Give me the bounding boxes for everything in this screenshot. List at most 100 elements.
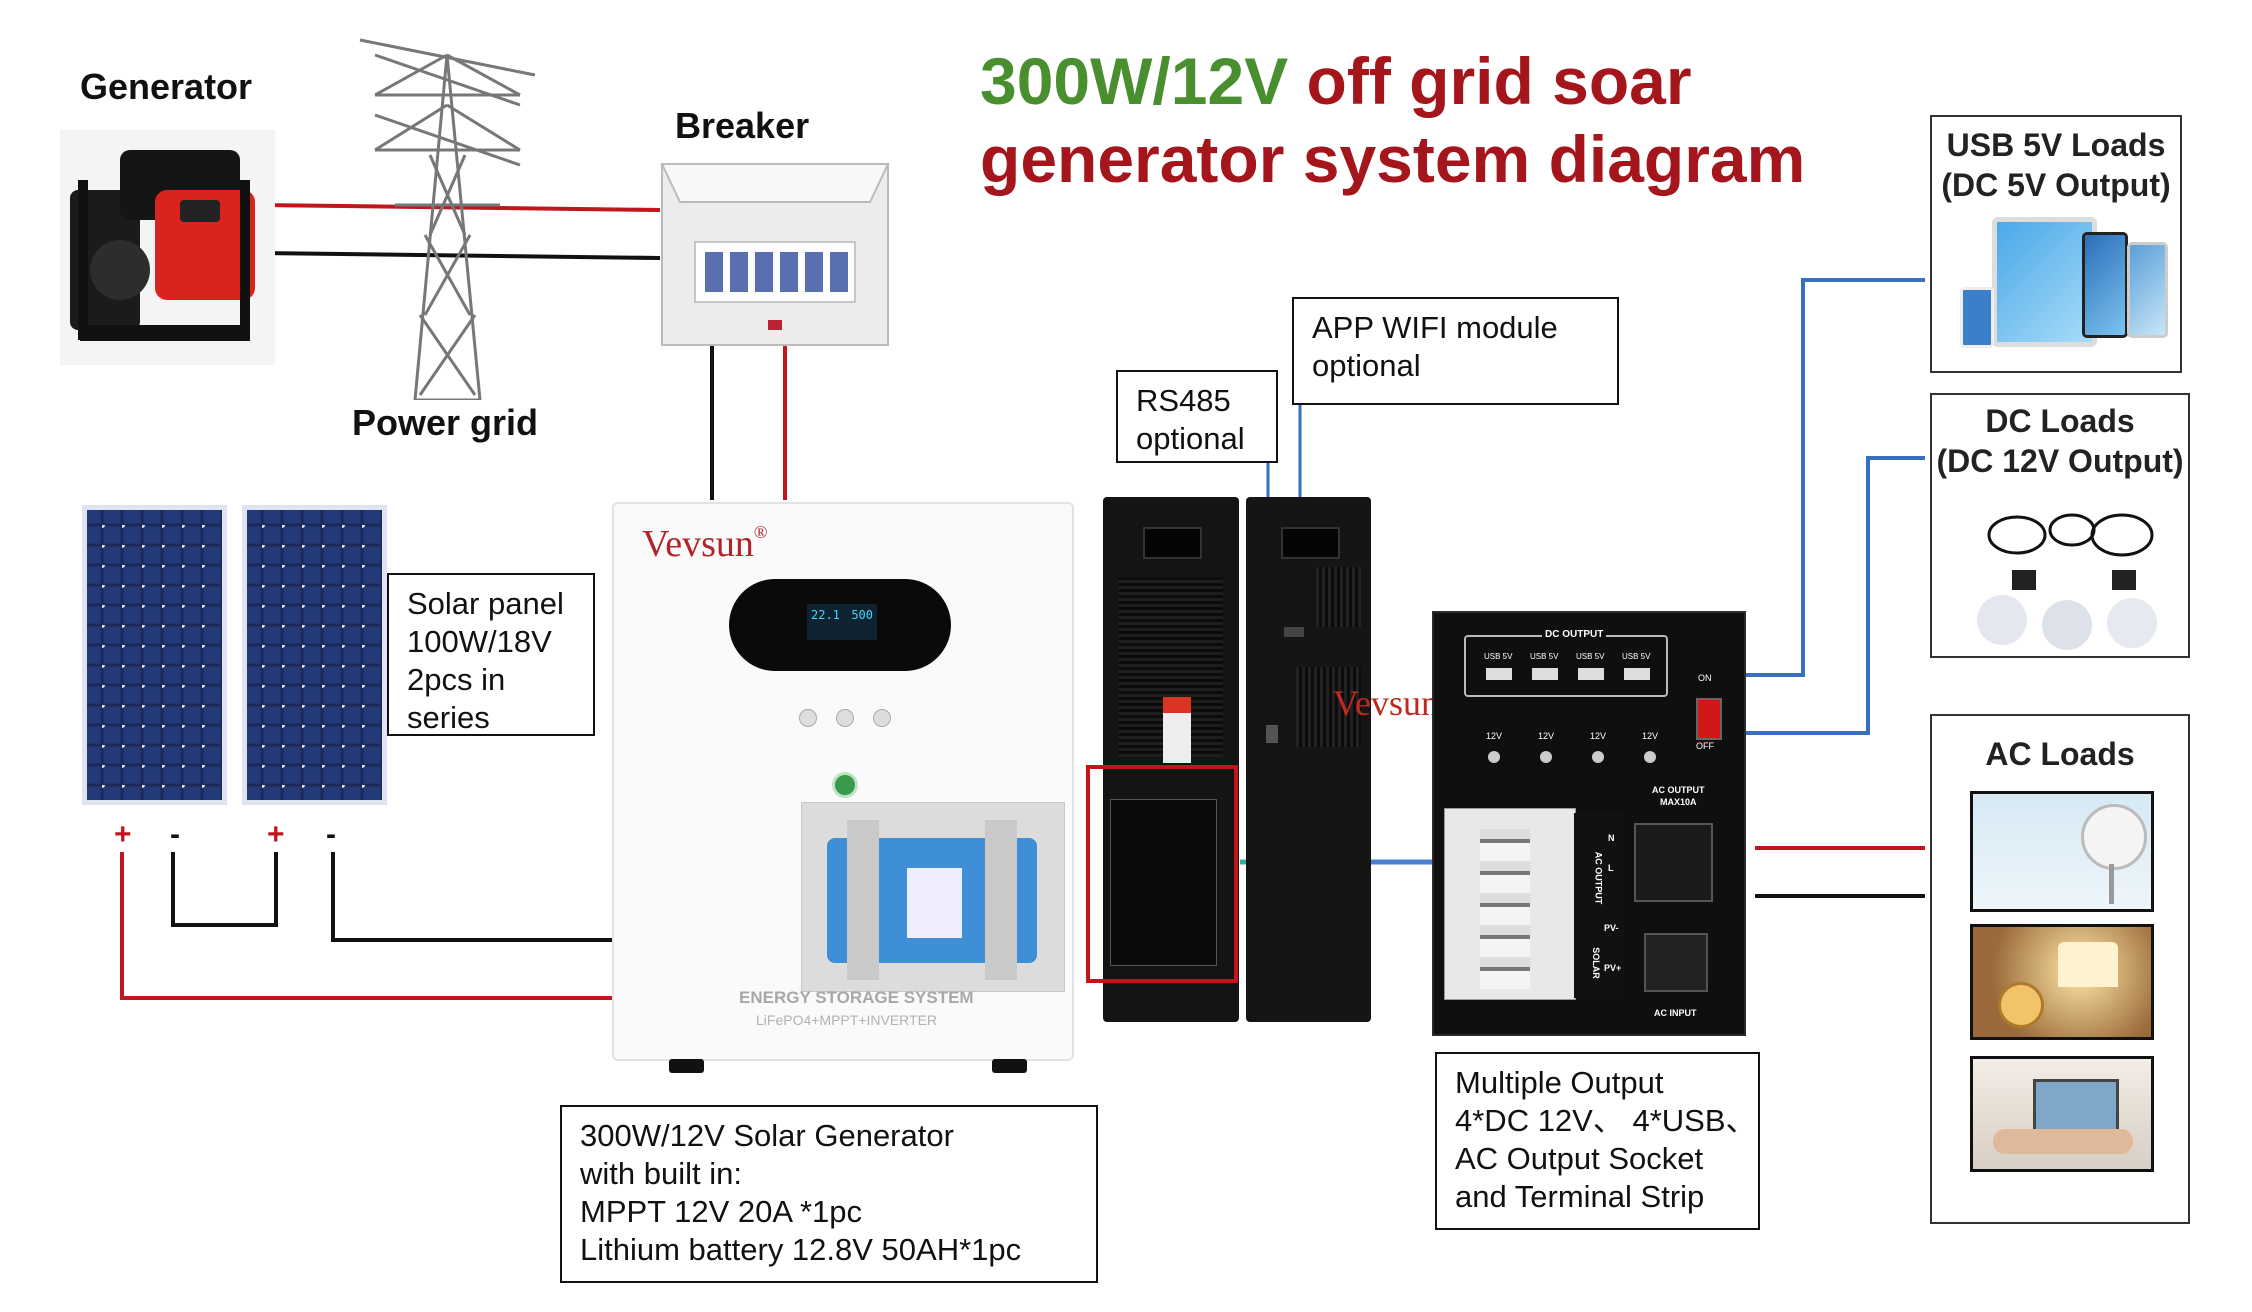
dc-loads-line-1: DC Loads [1985,403,2135,439]
dc-output-title: DC OUTPUT [1542,629,1607,640]
solar-plus-1: + [114,818,132,851]
ac-output-label: AC OUTPUT [1652,785,1705,795]
wire-solar-positive [120,852,612,1000]
diagram-title: 300W/12V off grid soar generator system … [980,42,1805,198]
terminal-strip[interactable] [1444,808,1576,1000]
rs485-line-2: optional [1136,421,1245,456]
usb-port-1[interactable] [1486,668,1512,680]
dc-port-3[interactable] [1592,751,1604,763]
battery-bracket-left [847,820,879,980]
ac-max-label: MAX10A [1660,797,1697,807]
usb-label-1: USB 5V [1484,652,1513,661]
wire-solar-series [171,852,278,927]
black-unit-breaker [1163,697,1191,763]
generator-label: Generator [80,66,253,107]
dc-label-4: 12V [1642,731,1659,741]
dc-bulbs-image [1977,513,2157,650]
terminal-ac-label: AC OUTPUT [1593,851,1604,905]
solar-plus-2: + [267,818,285,851]
wire-solar-negative [331,852,612,942]
generator-image [60,130,275,365]
device-button-3[interactable] [873,709,891,727]
title-red-part-1: off grid soar [1288,44,1692,118]
device-button-2[interactable] [836,709,854,727]
usb-port-4[interactable] [1624,668,1650,680]
black-unit-brand-text: Vevsun [1333,683,1439,723]
black-unit-front [1246,497,1371,1022]
battery-image [827,820,1037,980]
device-foot-right [992,1059,1027,1073]
ac-input-socket[interactable] [1644,933,1708,992]
lamp-image [1970,924,2154,1040]
dc-port-4[interactable] [1644,751,1656,763]
rs485-highlight [1086,765,1238,983]
laptop-hands [1993,1129,2133,1154]
ac-output-socket[interactable] [1634,823,1713,902]
rs485-box: RS485 optional [1116,370,1278,463]
mini-output-panel [1110,799,1217,966]
device-brand: Vevsun® [642,522,768,566]
clock [1998,982,2044,1028]
solar-generator-line-2: with built in: [580,1156,742,1191]
battery-label-sticker [907,868,962,938]
solar-generator-line-3: MPPT 12V 20A *1pc [580,1194,863,1229]
phone-image-2 [2127,242,2168,338]
front-unit-vent [1316,567,1361,627]
dc-label-2: 12V [1538,731,1555,741]
terminal-pvneg-label: PV- [1604,923,1619,933]
app-wifi-line-1: APP WIFI module [1312,310,1558,345]
usb-loads-line-2: (DC 5V Output) [1941,167,2171,203]
breaker-box-image [660,163,890,346]
terminal-label-panel: AC OUTPUT SOLAR N L PV- PV+ [1574,813,1624,998]
fan-stand [2109,864,2114,904]
battery-window [801,802,1065,992]
lamp-shade [2058,942,2118,987]
power-switch[interactable] [1696,698,1722,740]
power-tower-image [359,38,536,400]
phone-image-3 [1960,287,1994,348]
wifi-port [1284,627,1304,637]
usb-port-3[interactable] [1578,668,1604,680]
terminal-n-label: N [1608,833,1615,843]
wire-dc-load [1672,456,1925,735]
output-panel: DC OUTPUT USB 5V USB 5V USB 5V USB 5V ON… [1432,611,1746,1036]
usb-loads-box: USB 5V Loads (DC 5V Output) [1930,115,2182,373]
device-button-1[interactable] [799,709,817,727]
app-wifi-box: APP WIFI module optional [1292,297,1619,405]
off-label: OFF [1696,741,1714,751]
solar-generator-line-4: Lithium battery 12.8V 50AH*1pc [580,1232,1022,1267]
fan-image [1970,791,2154,912]
solar-panel-line-1: Solar panel [407,586,564,621]
device-display: 22.1 500 [729,579,951,671]
usb-label-4: USB 5V [1622,652,1651,661]
dc-port-1[interactable] [1488,751,1500,763]
solar-panel-line-2: 100W/18V [407,624,552,659]
multiple-output-line-1: Multiple Output [1455,1065,1664,1100]
app-wifi-line-2: optional [1312,348,1421,383]
rs485-line-1: RS485 [1136,383,1231,418]
device-foot-left [669,1059,704,1073]
device-brand-text: Vevsun [642,523,754,565]
solar-generator-line-1: 300W/12V Solar Generator [580,1118,954,1153]
terminal-l-label: L [1608,863,1614,873]
power-button[interactable] [832,772,858,798]
ac-loads-title: AC Loads [1985,736,2135,772]
usb-label-3: USB 5V [1576,652,1605,661]
title-red-part-2: generator system diagram [980,122,1806,196]
dc-port-2[interactable] [1540,751,1552,763]
breaker-label: Breaker [675,105,810,146]
usb-label-2: USB 5V [1530,652,1559,661]
usb-port-2[interactable] [1532,668,1558,680]
solar-generator-box: 300W/12V Solar Generator with built in: … [560,1105,1098,1283]
front-unit-handle [1281,527,1340,559]
solar-generator-unit: Vevsun® 22.1 500 ENERGY STORAGE SYSTEM L… [612,502,1074,1073]
power-grid-label: Power grid [352,402,539,443]
multiple-output-line-4: and Terminal Strip [1455,1179,1705,1214]
device-panel-text-2: LiFePO4+MPPT+INVERTER [756,1012,938,1028]
solar-panel-line-3: 2pcs in [407,662,506,697]
multiple-output-line-2: 4*DC 12V、 4*USB、 [1455,1103,1757,1138]
laptop-image [1970,1056,2154,1172]
usb-loads-title: USB 5V Loads (DC 5V Output) [1932,125,2180,205]
multiple-output-line-3: AC Output Socket [1455,1141,1704,1176]
lcd-left: 22.1 [811,608,840,622]
